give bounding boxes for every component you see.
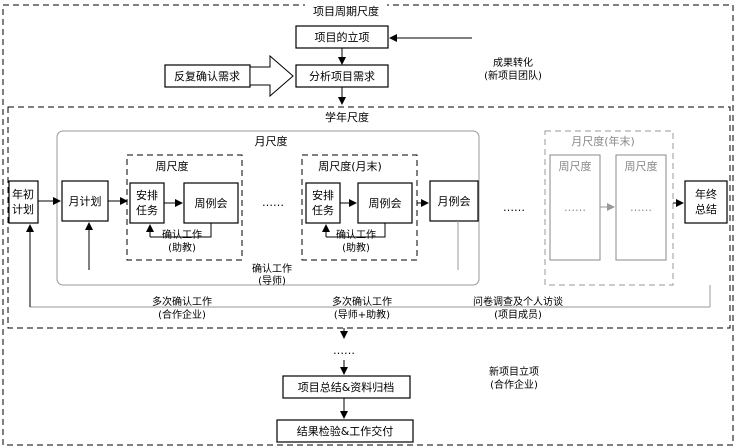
year-end-summary-text-1: 年终	[695, 187, 717, 201]
month-scale-year-end-label: 月尺度(年末)	[571, 134, 635, 148]
project-summary-box	[282, 375, 411, 399]
year-end-summary-text-2: 总结	[695, 202, 717, 216]
company-text: (合作企业)	[158, 308, 206, 321]
multi-confirm-tutor-text: 多次确认工作	[332, 295, 392, 308]
new-project-company-text: (合作企业)	[490, 378, 538, 391]
survey-text: 问卷调查及个人访谈	[473, 295, 563, 308]
arrange-task-text-2a: 安排	[312, 188, 334, 202]
repeat-confirm-text: 反复确认需求	[174, 69, 240, 83]
arrange-task-text-1b: 任务	[136, 204, 158, 217]
ellipsis-dots-1: ……	[262, 196, 284, 209]
arrange-task-box-2	[305, 182, 341, 224]
multi-confirm-company-text: 多次确认工作	[152, 295, 212, 308]
week-scale-grey-box-2	[615, 154, 667, 261]
week-scale-grey-box-1	[549, 154, 601, 261]
year-end-summary-box	[684, 180, 728, 224]
new-project-text: 新项目立项	[489, 365, 539, 378]
monthly-meeting-text: 月例会	[438, 194, 471, 208]
tutor-assistant-text: (导师+助教)	[334, 308, 390, 321]
month-scale-year-end-frame	[544, 130, 674, 286]
assistant-text-1: (助教)	[168, 241, 196, 254]
weekly-meeting-box-1	[183, 182, 239, 224]
year-begin-plan-text-2: 计划	[12, 203, 34, 216]
week-scale-label-1: 周尺度	[156, 159, 189, 173]
week-scale-grey-label-2: 周尺度	[625, 159, 658, 173]
arrange-task-text-1a: 安排	[136, 188, 158, 202]
ellipsis-dots-2: ……	[503, 201, 525, 214]
assistant-text-2: (助教)	[342, 241, 370, 254]
project-scale-label: 项目周期尺度	[313, 4, 379, 18]
semester-scale-label: 学年尺度	[325, 110, 369, 124]
year-begin-plan-text-1: 年初	[12, 187, 34, 201]
confirm-work-text-2: 确认工作	[336, 228, 376, 241]
ellipsis-dots-grey-2: ……	[630, 201, 652, 214]
delivery-box	[276, 419, 414, 443]
ellipsis-dots-grey-1: ……	[564, 201, 586, 214]
weekly-meeting-text-1: 周例会	[195, 196, 228, 210]
confirm-work-text-1: 确认工作	[162, 228, 202, 241]
new-team-text: (新项目团队)	[484, 69, 542, 82]
week-scale-end-label: 周尺度(月末)	[318, 159, 382, 173]
project-initiation-text: 项目的立项	[315, 30, 370, 44]
tutor-text: (导师)	[258, 274, 286, 287]
month-scale-frame	[56, 130, 480, 286]
arrange-task-box-1	[129, 182, 165, 224]
year-begin-plan-box	[8, 180, 39, 224]
members-text: (项目成员)	[494, 309, 542, 321]
weekly-meeting-text-2: 周例会	[369, 196, 402, 210]
week-scale-grey-label-1: 周尺度	[559, 159, 592, 173]
delivery-text: 结果检验&工作交付	[297, 424, 394, 438]
month-plan-box	[61, 180, 109, 222]
confirm-work-tutor-text: 确认工作	[252, 262, 292, 275]
project-summary-text: 项目总结&资料归档	[298, 380, 395, 394]
analyze-needs-text: 分析项目需求	[309, 69, 375, 83]
ellipsis-dots-3: ……	[333, 344, 355, 357]
month-plan-text: 月计划	[69, 195, 102, 208]
monthly-meeting-box	[429, 180, 479, 222]
semester-scale-frame	[7, 106, 731, 329]
large-arrow-shape	[249, 54, 294, 98]
month-scale-label: 月尺度	[255, 134, 288, 148]
result-transform-text: 成果转化	[493, 56, 533, 69]
arrange-task-text-2b: 任务	[312, 204, 334, 217]
